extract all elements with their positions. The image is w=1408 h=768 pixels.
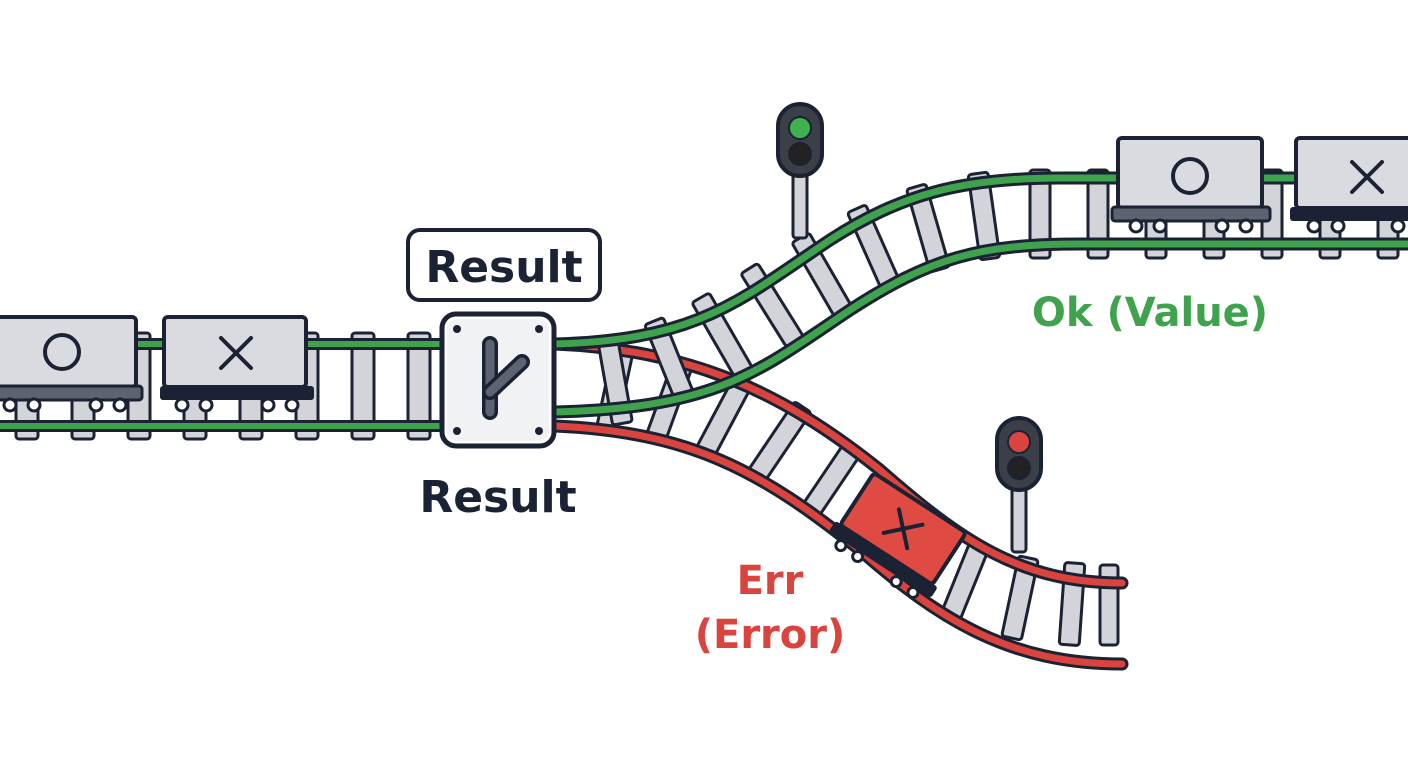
incoming-car-ok (0, 315, 144, 413)
red-light-icon (1007, 430, 1031, 454)
circle-symbol-icon (43, 333, 81, 371)
ok-branch-label: Ok (Value) (1032, 290, 1268, 336)
circle-symbol-icon (1171, 157, 1209, 195)
cross-symbol-icon (219, 336, 253, 370)
ok-branch-rails (554, 171, 1408, 419)
result-badge-label: Result (425, 242, 582, 293)
ok-signal (776, 102, 824, 240)
err-branch-label-line1: Err (737, 558, 804, 604)
switch-lever-icon (482, 336, 530, 420)
cross-symbol-icon (881, 507, 925, 551)
ok-branch-track (554, 168, 1408, 427)
err-branch-car-error (829, 472, 967, 599)
incoming-car-error (160, 315, 314, 413)
switch-caption: Result (419, 472, 576, 523)
result-badge: Result (406, 228, 602, 302)
err-branch-label-line2: (Error) (695, 612, 846, 658)
ok-branch-car-ok (1110, 136, 1272, 234)
track-switch (439, 311, 557, 449)
ok-branch-car-error (1290, 136, 1408, 234)
err-signal (995, 416, 1043, 554)
green-light-icon (788, 116, 812, 140)
cross-symbol-icon (1350, 160, 1384, 194)
